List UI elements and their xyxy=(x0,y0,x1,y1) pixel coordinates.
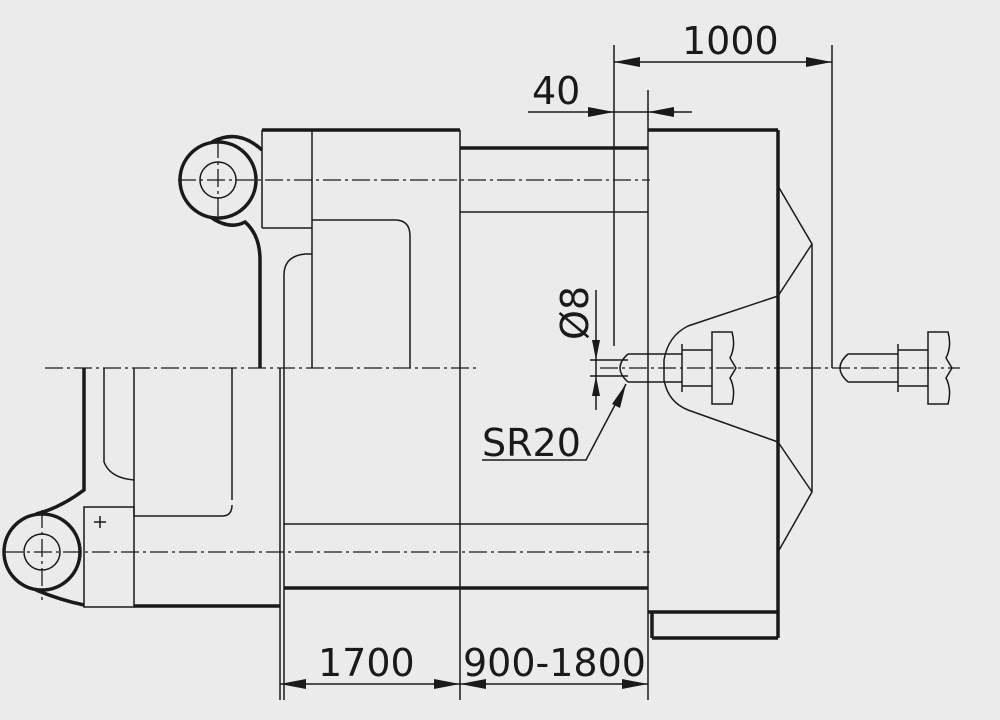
dimension-diameter-8-label: Ø8 xyxy=(553,286,597,340)
centerlines xyxy=(5,140,960,600)
fixed-platen xyxy=(613,128,813,640)
dimension-900-1800-label: 900-1800 xyxy=(463,641,646,685)
dimension-1700-label: 1700 xyxy=(318,641,415,685)
dimension-1000-label: 1000 xyxy=(682,19,779,63)
clamp-body xyxy=(83,128,461,700)
dimension-1700: 1700 xyxy=(279,608,460,700)
dimension-40-label: 40 xyxy=(532,69,580,113)
dimension-sr20-label: SR20 xyxy=(482,421,581,465)
upper-tie-bar-eye xyxy=(178,134,264,368)
lower-tie-bar-eye xyxy=(2,368,86,607)
dimension-1000: 1000 xyxy=(613,19,832,148)
dimension-diameter-8: Ø8 xyxy=(553,286,628,410)
dimension-900-1800: 900-1800 xyxy=(460,638,649,700)
tie-bars xyxy=(284,146,648,590)
nozzle-inner xyxy=(619,331,737,405)
dimension-40: 40 xyxy=(528,69,692,130)
nozzle-outer xyxy=(831,45,953,405)
dimension-sr20: SR20 xyxy=(482,383,627,465)
